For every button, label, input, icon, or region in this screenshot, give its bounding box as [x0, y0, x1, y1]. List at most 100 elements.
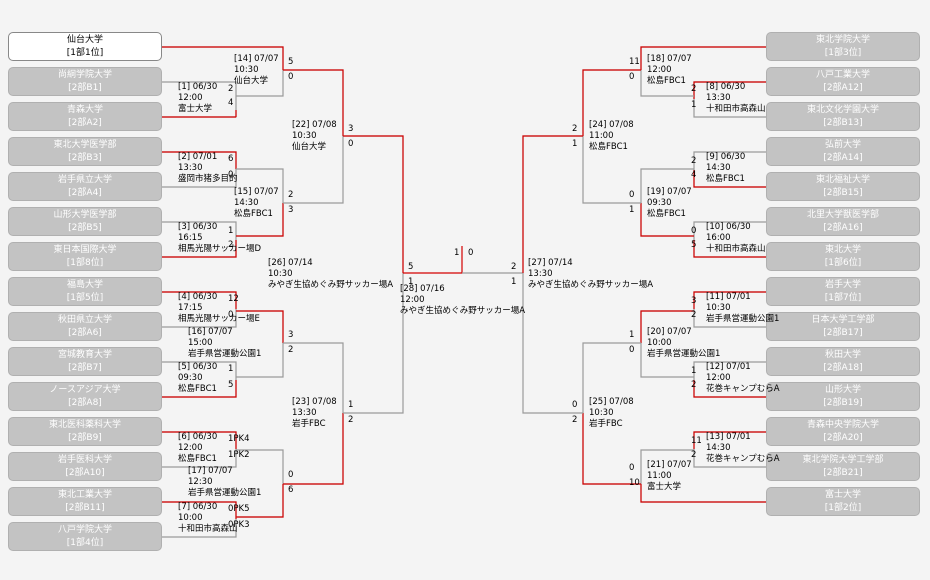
- match-info-m26: 10:30: [268, 269, 293, 279]
- team-right-1[interactable]: 東北学院大学[1部3位]: [766, 32, 920, 61]
- score-bottom-m17: 6: [288, 485, 294, 495]
- score-top-m18: 11: [629, 57, 640, 67]
- bracket-line: [162, 151, 237, 169]
- bracket-line: [162, 431, 237, 449]
- team-left-2[interactable]: 尚絅学院大学[2部B1]: [8, 67, 162, 96]
- score-bottom-m1: 4: [228, 98, 234, 108]
- team-name: 東北大学医学部: [53, 140, 117, 150]
- team-rank: [2部A16]: [823, 223, 863, 233]
- team-right-3[interactable]: 東北文化学園大学[2部B13]: [766, 102, 920, 131]
- match-info-m16: [16] 07/07: [188, 327, 233, 337]
- match-info-m11: 10:30: [706, 303, 731, 313]
- team-name: 八戸学院大学: [57, 525, 112, 535]
- score-top-m27: 2: [511, 262, 517, 272]
- bracket-line: [283, 69, 344, 136]
- team-left-3[interactable]: 青森大学[2部A2]: [8, 102, 162, 131]
- score-bottom-m25: 2: [572, 415, 578, 425]
- team-left-7[interactable]: 東日本国際大学[1部8位]: [8, 242, 162, 271]
- team-rank: [2部B17]: [823, 328, 863, 338]
- bracket-line: [640, 310, 694, 343]
- team-rank: [2部A10]: [65, 468, 105, 478]
- match-info-m17: 岩手県営運動公園1: [188, 488, 262, 498]
- team-left-5[interactable]: 岩手県立大学[2部A4]: [8, 172, 162, 201]
- team-name: 八戸工業大学: [815, 70, 870, 80]
- team-left-14[interactable]: 東北工業大学[2部B11]: [8, 487, 162, 516]
- score-bottom-m3: 2: [228, 240, 234, 250]
- match-info-m4: 相馬光陽サッカー場E: [178, 314, 260, 324]
- team-name: 東北文化学園大学: [806, 105, 879, 115]
- match-info-m2: [2] 07/01: [178, 152, 218, 162]
- team-name: 山形大学医学部: [53, 210, 117, 220]
- bracket-line: [582, 69, 641, 136]
- team-left-10[interactable]: 宮城教育大学[2部B7]: [8, 347, 162, 376]
- team-right-2[interactable]: 八戸工業大学[2部A12]: [766, 67, 920, 96]
- match-info-m19: [19] 07/07: [647, 187, 692, 197]
- team-rank: [2部A2]: [68, 118, 102, 128]
- team-left-15[interactable]: 八戸学院大学[1部4位]: [8, 522, 162, 551]
- score-top-m19: 0: [629, 190, 635, 200]
- score-top-m2: 6: [228, 154, 234, 164]
- score-bottom-m4: 0: [228, 310, 234, 320]
- team-name: 東北医科薬科大学: [48, 420, 121, 430]
- final-score-left: 1: [454, 248, 460, 258]
- team-right-12[interactable]: 青森中央学院大学[2部A20]: [766, 417, 920, 446]
- team-right-14[interactable]: 富士大学[1部2位]: [766, 487, 920, 516]
- team-right-7[interactable]: 東北大学[1部6位]: [766, 242, 920, 271]
- team-rank: [1部7位]: [824, 293, 862, 303]
- team-name: 尚絅学院大学: [57, 70, 112, 80]
- match-info-m28: みやぎ生協めぐみ野サッカー場A: [400, 306, 526, 316]
- team-right-10[interactable]: 秋田大学[2部A18]: [766, 347, 920, 376]
- match-info-m16: 岩手県営運動公園1: [188, 349, 262, 359]
- bracket-line: [693, 81, 766, 99]
- team-right-11[interactable]: 山形大学[2部B19]: [766, 382, 920, 411]
- match-info-m13: 花巻キャンプむらA: [706, 454, 780, 464]
- match-info-m10: [10] 06/30: [706, 222, 751, 232]
- team-left-8[interactable]: 福島大学[1部5位]: [8, 277, 162, 306]
- team-left-11[interactable]: ノースアジア大学[2部A8]: [8, 382, 162, 411]
- team-rank: [2部B7]: [68, 363, 102, 373]
- match-info-m11: 岩手県営運動公園1: [706, 314, 780, 324]
- team-left-4[interactable]: 東北大学医学部[2部B3]: [8, 137, 162, 166]
- score-top-m3: 1: [228, 226, 234, 236]
- team-name: 岩手大学: [824, 280, 861, 290]
- team-right-9[interactable]: 日本大学工学部[2部B17]: [766, 312, 920, 341]
- bracket-line: [693, 291, 766, 309]
- match-info-m14: 仙台大学: [234, 76, 269, 86]
- team-left-9[interactable]: 秋田県立大学[2部A6]: [8, 312, 162, 341]
- team-name: 北里大学獣医学部: [806, 210, 879, 220]
- match-info-m12: [12] 07/01: [706, 362, 751, 372]
- team-right-13[interactable]: 東北学院大学工学部[2部B21]: [766, 452, 920, 481]
- team-name: 秋田県立大学: [57, 315, 112, 325]
- match-info-m14: 10:30: [234, 65, 259, 75]
- team-right-4[interactable]: 弘前大学[2部A14]: [766, 137, 920, 166]
- match-info-m23: [23] 07/08: [292, 397, 337, 407]
- score-bottom-m10: 5: [691, 240, 697, 250]
- team-right-5[interactable]: 東北福祉大学[2部B15]: [766, 172, 920, 201]
- score-top-m15: 2: [288, 190, 294, 200]
- bracket-line: [582, 413, 641, 485]
- score-bottom-m24: 1: [572, 139, 578, 149]
- bracket-line: [283, 413, 344, 485]
- bracket-line: [343, 135, 404, 414]
- team-left-6[interactable]: 山形大学医学部[2部B5]: [8, 207, 162, 236]
- match-info-m17: [17] 07/07: [188, 466, 233, 476]
- match-info-m8: 13:30: [706, 93, 731, 103]
- match-info-m22: 10:30: [292, 131, 317, 141]
- team-rank: [2部B21]: [823, 468, 863, 478]
- score-bottom-m16: 2: [288, 345, 294, 355]
- match-info-m25: 10:30: [589, 408, 614, 418]
- match-info-m10: 十和田市高森山: [706, 244, 766, 254]
- team-left-13[interactable]: 岩手医科大学[2部A10]: [8, 452, 162, 481]
- team-left-1[interactable]: 仙台大学[1部1位]: [8, 32, 162, 61]
- team-right-6[interactable]: 北里大学獣医学部 [2部A16]: [766, 207, 920, 236]
- team-left-12[interactable]: 東北医科薬科大学[2部B9]: [8, 417, 162, 446]
- match-info-m4: 17:15: [178, 303, 203, 313]
- match-info-m7: [7] 06/30: [178, 502, 218, 512]
- match-info-m18: 12:00: [647, 65, 672, 75]
- match-info-m15: 14:30: [234, 198, 259, 208]
- match-info-m1: 12:00: [178, 93, 203, 103]
- team-rank: [2部A14]: [823, 153, 863, 163]
- match-info-m14: [14] 07/07: [234, 54, 279, 64]
- score-top-m20: 1: [629, 330, 635, 340]
- team-right-8[interactable]: 岩手大学 [1部7位]: [766, 277, 920, 306]
